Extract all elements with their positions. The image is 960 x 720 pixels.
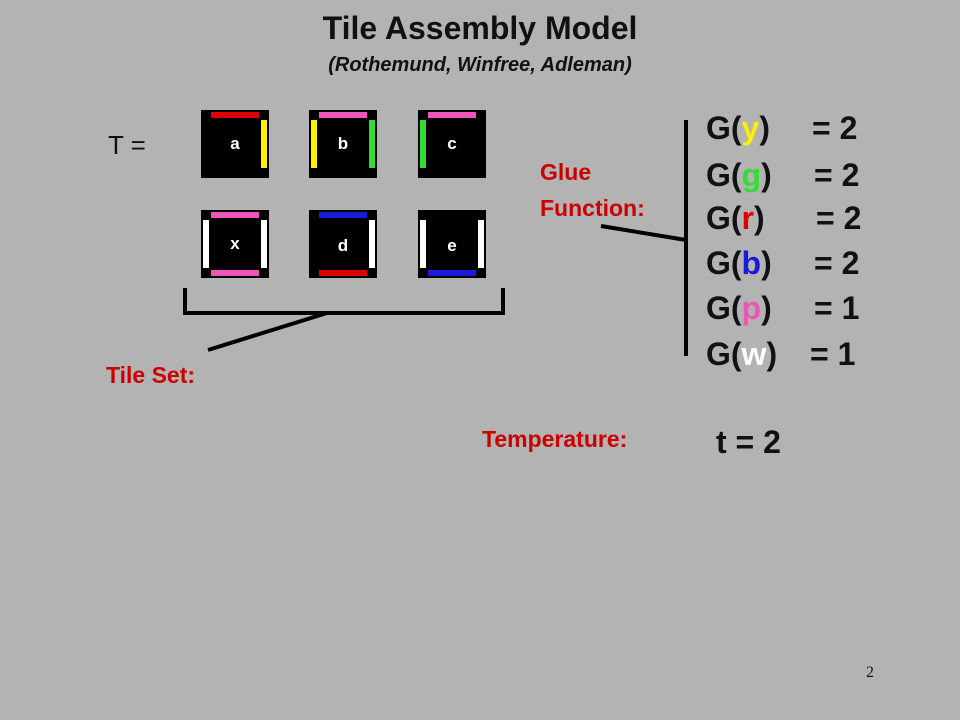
- glue-symbol-w: w: [741, 336, 767, 372]
- tile-e: e: [418, 210, 486, 278]
- glue-row-y: G(y) = 2: [706, 110, 857, 146]
- tile-set-label: Tile Set:: [106, 362, 196, 388]
- tile-d-label: d: [337, 236, 349, 255]
- glue-row-prefix: G(: [706, 336, 742, 372]
- tile-a-east-glue: [261, 120, 267, 168]
- tile-x-label: x: [230, 234, 240, 253]
- glue-symbol-g: g: [741, 157, 762, 193]
- temperature-value: t = 2: [716, 424, 781, 460]
- glue-row-suffix: ): [761, 290, 772, 326]
- tile-d-north-glue: [319, 212, 367, 218]
- temperature-label: Temperature:: [482, 426, 628, 452]
- tile-d-east-glue: [369, 220, 375, 268]
- glue-strength-b: = 2: [814, 245, 860, 281]
- tile-e-label: e: [447, 236, 457, 255]
- tile-x-west-glue: [203, 220, 209, 268]
- tile-x-east-glue: [261, 220, 267, 268]
- tile-c-west-glue: [420, 120, 426, 168]
- tile-d: d: [309, 210, 377, 278]
- glue-strength-y: = 2: [812, 110, 858, 146]
- slide-number: 2: [866, 664, 874, 681]
- glue-label-line2: Function:: [540, 195, 645, 221]
- tile-x: x: [201, 210, 269, 278]
- tile-a: a: [201, 110, 269, 178]
- tile-b-north-glue: [319, 112, 367, 118]
- glue-row-suffix: ): [759, 110, 770, 146]
- tile-e-west-glue: [420, 220, 426, 268]
- tile-e-south-glue: [428, 270, 476, 276]
- glue-strength-g: = 2: [814, 157, 860, 193]
- tile-a-north-glue: [211, 112, 259, 118]
- glue-pointer-line: [600, 224, 687, 242]
- glue-row-suffix: ): [754, 200, 765, 236]
- glue-row-prefix: G(: [706, 110, 742, 146]
- glue-function-label: Glue Function:: [540, 154, 645, 226]
- glue-row-prefix: G(: [706, 290, 742, 326]
- tile-c: c: [418, 110, 486, 178]
- glue-symbol-r: r: [741, 200, 754, 236]
- glue-strength-p: = 1: [814, 290, 860, 326]
- glue-label-line1: Glue: [540, 159, 592, 185]
- tile-b-east-glue: [369, 120, 375, 168]
- glue-row-suffix: ): [766, 336, 778, 372]
- tile-d-south-glue: [319, 270, 367, 276]
- glue-symbol-y: y: [741, 110, 760, 146]
- glue-row-prefix: G(: [706, 245, 742, 281]
- tile-c-north-glue: [428, 112, 476, 118]
- glue-row-p: G(p) = 1: [706, 290, 859, 326]
- tile-x-south-glue: [211, 270, 259, 276]
- tile-x-north-glue: [211, 212, 259, 218]
- slide-title: Tile Assembly Model: [322, 10, 638, 46]
- tileset-symbol: T =: [108, 130, 146, 160]
- tileset-pointer-line: [207, 311, 328, 352]
- glue-row-suffix: ): [761, 157, 772, 193]
- glue-row-prefix: G(: [706, 157, 742, 193]
- glue-row-w: G(w) = 1: [706, 336, 855, 372]
- tile-c-label: c: [447, 134, 457, 153]
- glue-row-suffix: ): [761, 245, 772, 281]
- tile-b-label: b: [337, 134, 349, 153]
- tile-b-west-glue: [311, 120, 317, 168]
- slide-subtitle: (Rothemund, Winfree, Adleman): [328, 54, 632, 76]
- glue-row-b: G(b) = 2: [706, 245, 859, 281]
- glue-strength-r: = 2: [816, 200, 862, 236]
- glue-symbol-p: p: [741, 290, 762, 326]
- glue-row-r: G(r) = 2: [706, 200, 861, 236]
- glue-row-prefix: G(: [706, 200, 742, 236]
- glue-symbol-b: b: [741, 245, 762, 281]
- tileset-bracket: [183, 288, 505, 315]
- tile-a-label: a: [230, 134, 240, 153]
- tile-e-east-glue: [478, 220, 484, 268]
- tile-b: b: [309, 110, 377, 178]
- glue-strength-w: = 1: [810, 336, 856, 372]
- glue-row-g: G(g) = 2: [706, 157, 859, 193]
